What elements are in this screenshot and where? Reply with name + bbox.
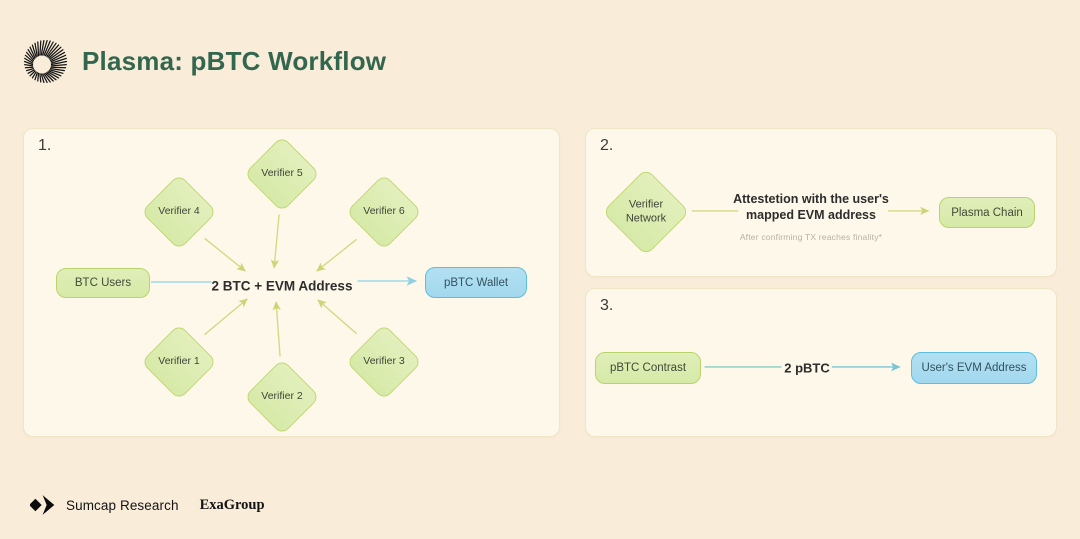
plasma-chain-label: Plasma Chain xyxy=(951,206,1023,219)
attestation-note: After confirming TX reaches finality* xyxy=(739,232,883,242)
panel-2-attestation-flow: 2. Verifier Network Attestetion with the… xyxy=(585,128,1057,277)
pbtc-contrast-label: pBTC Contrast xyxy=(609,362,687,374)
verifier-1-label: Verifier 1 xyxy=(158,355,200,368)
verifier-network-label: Verifier Network xyxy=(625,198,667,225)
brand-name: Sumcap Research xyxy=(66,497,179,513)
btc-users-label: BTC Users xyxy=(74,277,132,289)
sumcap-logo-icon xyxy=(30,495,55,515)
verifier-3-label: Verifier 3 xyxy=(363,355,405,368)
users-evm-address-node: User's EVM Address xyxy=(911,352,1037,384)
pbtc-wallet-label: pBTC Wallet xyxy=(443,276,509,289)
header: Plasma: pBTC Workflow xyxy=(22,38,386,85)
panel-1-deposit-flow: 1. Verifier 5 Verifier 4 Verifier 6 Veri… xyxy=(23,128,560,437)
panel-3-mint-flow: 3. pBTC Contrast 2 pBTC User's EVM Addre… xyxy=(585,288,1057,437)
plasma-burst-logo-icon xyxy=(23,39,68,84)
verifier-6-node: Verifier 6 xyxy=(345,173,423,251)
verifier-4-label: Verifier 4 xyxy=(158,205,200,218)
plasma-chain-node: Plasma Chain xyxy=(939,197,1035,228)
panel-3-label: 3. xyxy=(600,297,614,314)
verifier-1-node: Verifier 1 xyxy=(140,323,218,401)
pbtc-contrast-node: pBTC Contrast xyxy=(595,352,701,384)
verifier-2-node: Verifier 2 xyxy=(243,358,321,436)
panel-2-label: 2. xyxy=(600,137,614,154)
panel-1-label: 1. xyxy=(38,137,52,154)
footer: Sumcap Research ExaGroup xyxy=(30,493,265,517)
verifier-network-node: Verifier Network xyxy=(602,168,690,256)
verifier-4-node: Verifier 4 xyxy=(140,173,218,251)
amount-label: 2 pBTC xyxy=(784,360,830,376)
verifier-3-node: Verifier 3 xyxy=(345,323,423,401)
pbtc-wallet-node: pBTC Wallet xyxy=(425,267,527,298)
attestation-title: Attestetion with the user's mapped EVM a… xyxy=(733,192,889,223)
verifier-6-label: Verifier 6 xyxy=(363,205,405,218)
partner-name: ExaGroup xyxy=(199,496,265,513)
verifier-2-label: Verifier 2 xyxy=(261,390,303,403)
page-title: Plasma: pBTC Workflow xyxy=(82,46,387,76)
verifier-5-node: Verifier 5 xyxy=(243,135,321,213)
btc-users-node: BTC Users xyxy=(56,268,150,298)
btc-evm-address-label: 2 BTC + EVM Address xyxy=(211,278,353,294)
verifier-5-label: Verifier 5 xyxy=(261,167,303,180)
users-evm-address-label: User's EVM Address xyxy=(921,362,1027,374)
